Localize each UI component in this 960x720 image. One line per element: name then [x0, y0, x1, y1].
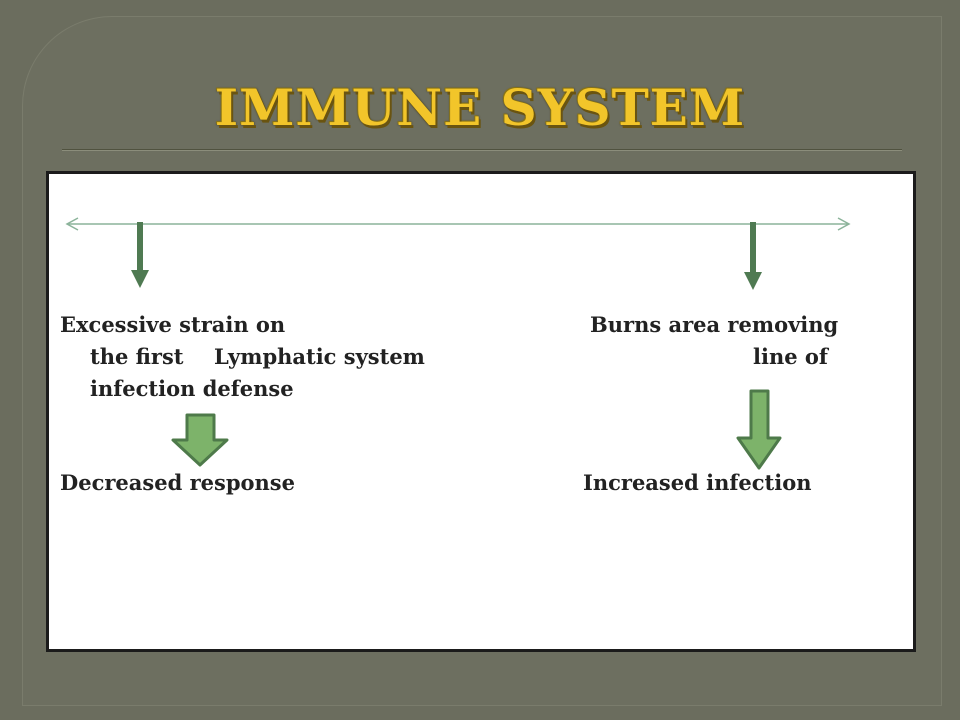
block-down-arrow-icon — [171, 413, 229, 467]
right-cause-line1: Burns area removing — [590, 312, 839, 337]
left-cause-line3: infection defense — [90, 376, 294, 401]
thin-down-arrow-icon — [131, 222, 149, 288]
block-down-arrow-icon — [736, 389, 782, 470]
slide-title: IMMUNE SYSTEM — [214, 78, 746, 137]
thin-down-arrow-icon — [744, 222, 762, 290]
left-cause-line1: Excessive strain on — [60, 312, 286, 337]
content-panel — [46, 171, 916, 652]
title-divider — [62, 149, 902, 151]
right-result: Increased infection — [583, 470, 812, 495]
left-result: Decreased response — [60, 470, 295, 495]
right-cause-line2: line of — [753, 344, 828, 369]
left-cause-line2: the first — [90, 344, 184, 369]
double-headed-arrow-icon — [65, 217, 851, 231]
center-label: Lymphatic system — [214, 344, 425, 369]
